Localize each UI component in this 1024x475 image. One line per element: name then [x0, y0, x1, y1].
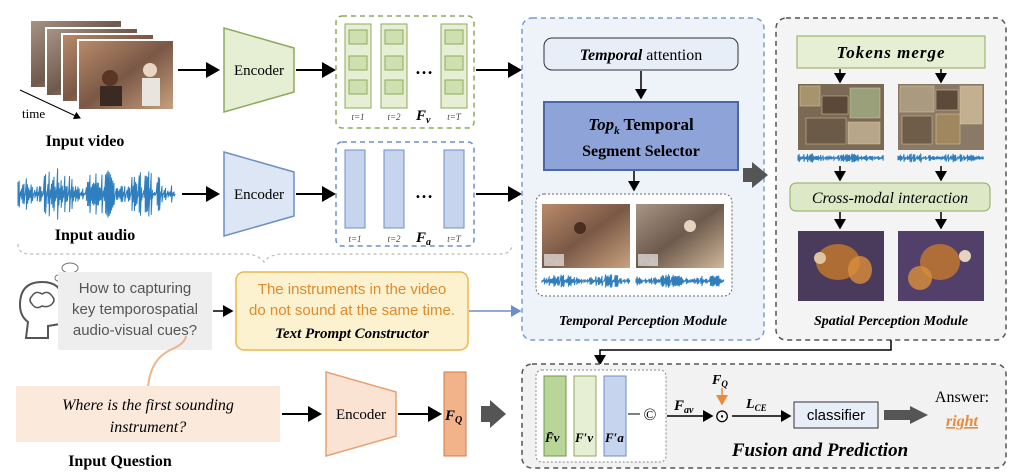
segment-tag-1: t=1: [546, 256, 559, 266]
input-question-caption: Input Question: [68, 453, 172, 470]
answer-value: right: [946, 413, 979, 430]
topk-selector-box: [543, 101, 739, 171]
audio-feature-ellipsis: …: [415, 182, 433, 202]
question-encoder: [325, 371, 397, 457]
video-tick-2: t=2: [387, 112, 401, 122]
audio-tick-T: t=T: [447, 234, 462, 244]
fused-video-feature: [543, 375, 567, 457]
video-features-box: [335, 15, 475, 129]
thought-line-2: key temporospatial: [72, 301, 198, 318]
video-feature-column-2: [380, 23, 408, 109]
audio-feature-column-T: [443, 149, 465, 229]
question-line-2: instrument?: [110, 419, 186, 436]
video-encoder-label: Encoder: [234, 63, 284, 79]
text-prompt-constructor-label: Text Prompt Constructor: [275, 326, 429, 342]
concat-symbol: ©: [644, 405, 657, 424]
generated-prompt-line-2: do not sound at the same time.: [249, 302, 455, 319]
merged-token-frame-1: [798, 84, 884, 150]
generated-prompt-line-1: The instruments in the video: [258, 281, 446, 298]
spatial-waveform-1: [797, 153, 884, 163]
text-prompt-constructor-box: [235, 271, 469, 351]
question-encoder-label: Encoder: [336, 407, 386, 423]
arrow-fq-fusion: [490, 400, 506, 428]
inputs-brace: [17, 243, 513, 263]
arrow-spatial-fusion: [594, 340, 892, 366]
video-encoder: [223, 27, 295, 113]
fusion-fq-label: FQ: [711, 373, 728, 389]
topk-selector-line1: Topk Temporal: [588, 115, 694, 137]
fusion-module-caption: Fusion and Prediction: [731, 440, 908, 461]
video-feature-column-1: [344, 23, 372, 109]
thought-line-3: audio-visual cues?: [73, 322, 197, 339]
time-label: time: [22, 106, 45, 121]
input-audio-caption: Input audio: [55, 227, 136, 244]
question-line-1: Where is the first sounding: [62, 397, 234, 414]
audio-tick-1: t=1: [348, 234, 361, 244]
video-feature-ellipsis: …: [415, 58, 433, 78]
prime-audio-label: F′a: [604, 430, 624, 445]
audio-features-box: [335, 141, 475, 247]
input-audio-waveform: [17, 168, 176, 220]
cross-modal-label: Cross-modal interaction: [812, 190, 968, 207]
dot-product-symbol: ⊙: [714, 406, 729, 426]
spatial-waveform-2: [897, 153, 984, 163]
audio-encoder-label: Encoder: [234, 187, 284, 203]
video-tick-1: t=1: [351, 112, 364, 122]
tokens-merge-box: [796, 35, 986, 69]
audio-encoder: [223, 151, 295, 237]
video-tick-T: t=T: [447, 112, 462, 122]
prime-video-feature: [573, 375, 597, 457]
spatial-module-caption: Spatial Perception Module: [814, 314, 968, 329]
fq-label: FQ: [444, 408, 462, 426]
classifier-label: classifier: [807, 407, 865, 424]
time-arrow: [19, 89, 81, 120]
arrow-classifier-answer: [910, 406, 928, 424]
input-video-frames: [29, 19, 175, 111]
topk-selector-line2: Segment Selector: [582, 143, 700, 160]
temporal-attention-box: [543, 37, 739, 71]
merged-token-frame-2: [898, 84, 984, 150]
arrow-temporal-spatial: [752, 162, 768, 188]
thought-line-1: How to capturing: [79, 280, 192, 297]
attended-frame-2: [898, 231, 984, 301]
temporal-module-caption: Temporal Perception Module: [559, 314, 727, 329]
prime-audio-feature: [603, 375, 627, 457]
question-box: [16, 386, 280, 442]
segment-waveform-1: [541, 274, 631, 288]
segment-waveform-2: [635, 274, 725, 288]
tokens-merge-label: Tokens merge: [836, 43, 945, 62]
lce-label: LCE: [745, 397, 767, 413]
classifier-box: [793, 401, 879, 429]
temporal-attention-label: Temporal attention: [580, 47, 703, 64]
audio-feature-column-1: [344, 149, 366, 229]
prime-video-label: F′v: [574, 430, 593, 445]
fa-label: Fa: [415, 230, 431, 248]
fv-label: Fv: [415, 108, 431, 126]
input-video-caption: Input video: [46, 133, 125, 150]
fused-video-label: F̄v: [544, 430, 560, 445]
video-feature-column-T: [440, 23, 468, 109]
fusion-feature-group: [535, 369, 667, 463]
segment-tag-2: t=3: [640, 256, 654, 266]
audio-feature-column-2: [383, 149, 405, 229]
cross-modal-box: [789, 182, 991, 212]
question-to-prompt-link: [147, 335, 187, 389]
answer-label: Answer:: [935, 389, 989, 406]
fav-label: Fav: [673, 398, 694, 416]
attended-frame-1: [798, 231, 884, 301]
fq-feature-column: [443, 371, 467, 457]
audio-tick-2: t=2: [387, 234, 401, 244]
